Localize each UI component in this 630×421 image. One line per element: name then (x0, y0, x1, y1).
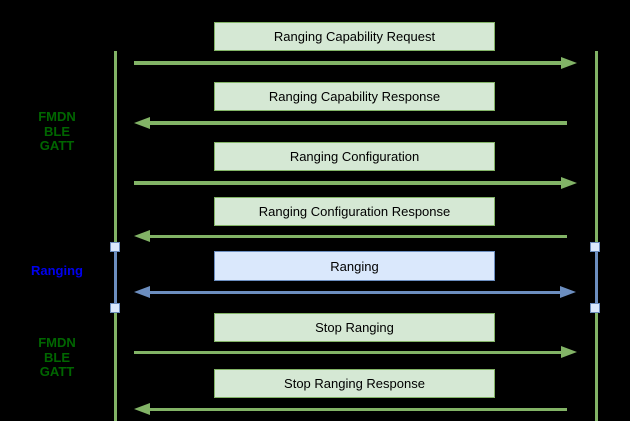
arrow-stop-ranging-response (150, 407, 567, 411)
message-label: Ranging Configuration Response (258, 204, 451, 219)
activation-square-right-bottom (590, 303, 600, 313)
message-label: Ranging Capability Request (273, 29, 436, 44)
activation-square-right-top (590, 242, 600, 252)
side-label-line: BLE (44, 123, 70, 139)
arrow-ranging-configuration (134, 181, 561, 185)
lifeline-left-upper (114, 51, 117, 242)
lifeline-right-lower (595, 313, 598, 421)
activation-square-left-bottom (110, 303, 120, 313)
activation-square-left-top (110, 242, 120, 252)
arrow-stop-ranging (134, 350, 561, 354)
side-label-fmdn-ble-gatt-top: FMDN BLE GATT (19, 109, 95, 154)
arrowhead-right-icon (561, 346, 577, 358)
side-label-line: FMDN (38, 109, 76, 124)
message-box-ranging-configuration-response: Ranging Configuration Response (214, 197, 495, 226)
message-box-stop-ranging: Stop Ranging (214, 313, 495, 342)
message-box-ranging-capability-response: Ranging Capability Response (214, 82, 495, 111)
arrow-ranging-capability-request (134, 61, 561, 65)
message-box-ranging: Ranging (214, 251, 495, 281)
arrow-ranging-configuration-response (150, 234, 567, 238)
side-label-line: FMDN (38, 335, 76, 350)
arrowhead-right-icon (561, 176, 577, 189)
arrowhead-right-icon (561, 56, 577, 69)
side-label-ranging: Ranging (19, 263, 95, 279)
side-label-line: GATT (39, 138, 75, 153)
message-box-ranging-configuration: Ranging Configuration (214, 142, 495, 171)
arrow-ranging-capability-response (150, 121, 567, 125)
message-box-stop-ranging-response: Stop Ranging Response (214, 369, 495, 398)
lifeline-right-upper (595, 51, 598, 242)
lifeline-left-lower (114, 313, 117, 421)
side-label-line: BLE (44, 349, 70, 365)
arrowhead-right-icon (560, 286, 576, 298)
arrowhead-left-icon (134, 403, 150, 415)
side-label-fmdn-ble-gatt-bottom: FMDN BLE GATT (19, 335, 95, 380)
message-label: Stop Ranging (315, 320, 394, 335)
lifeline-right-ranging-segment (595, 252, 598, 304)
message-label: Stop Ranging Response (284, 376, 425, 391)
message-label: Ranging (330, 258, 379, 274)
arrowhead-left-icon (134, 116, 150, 129)
lifeline-left-ranging-segment (114, 252, 117, 304)
side-label-line: GATT (39, 364, 75, 379)
message-label: Ranging Capability Response (268, 89, 441, 104)
message-box-ranging-capability-request: Ranging Capability Request (214, 22, 495, 51)
message-label: Ranging Configuration (289, 149, 420, 164)
arrow-ranging-bidirectional (150, 290, 560, 294)
arrowhead-left-icon (134, 230, 150, 242)
arrowhead-left-icon (134, 286, 150, 298)
side-label-line: Ranging (31, 263, 83, 278)
